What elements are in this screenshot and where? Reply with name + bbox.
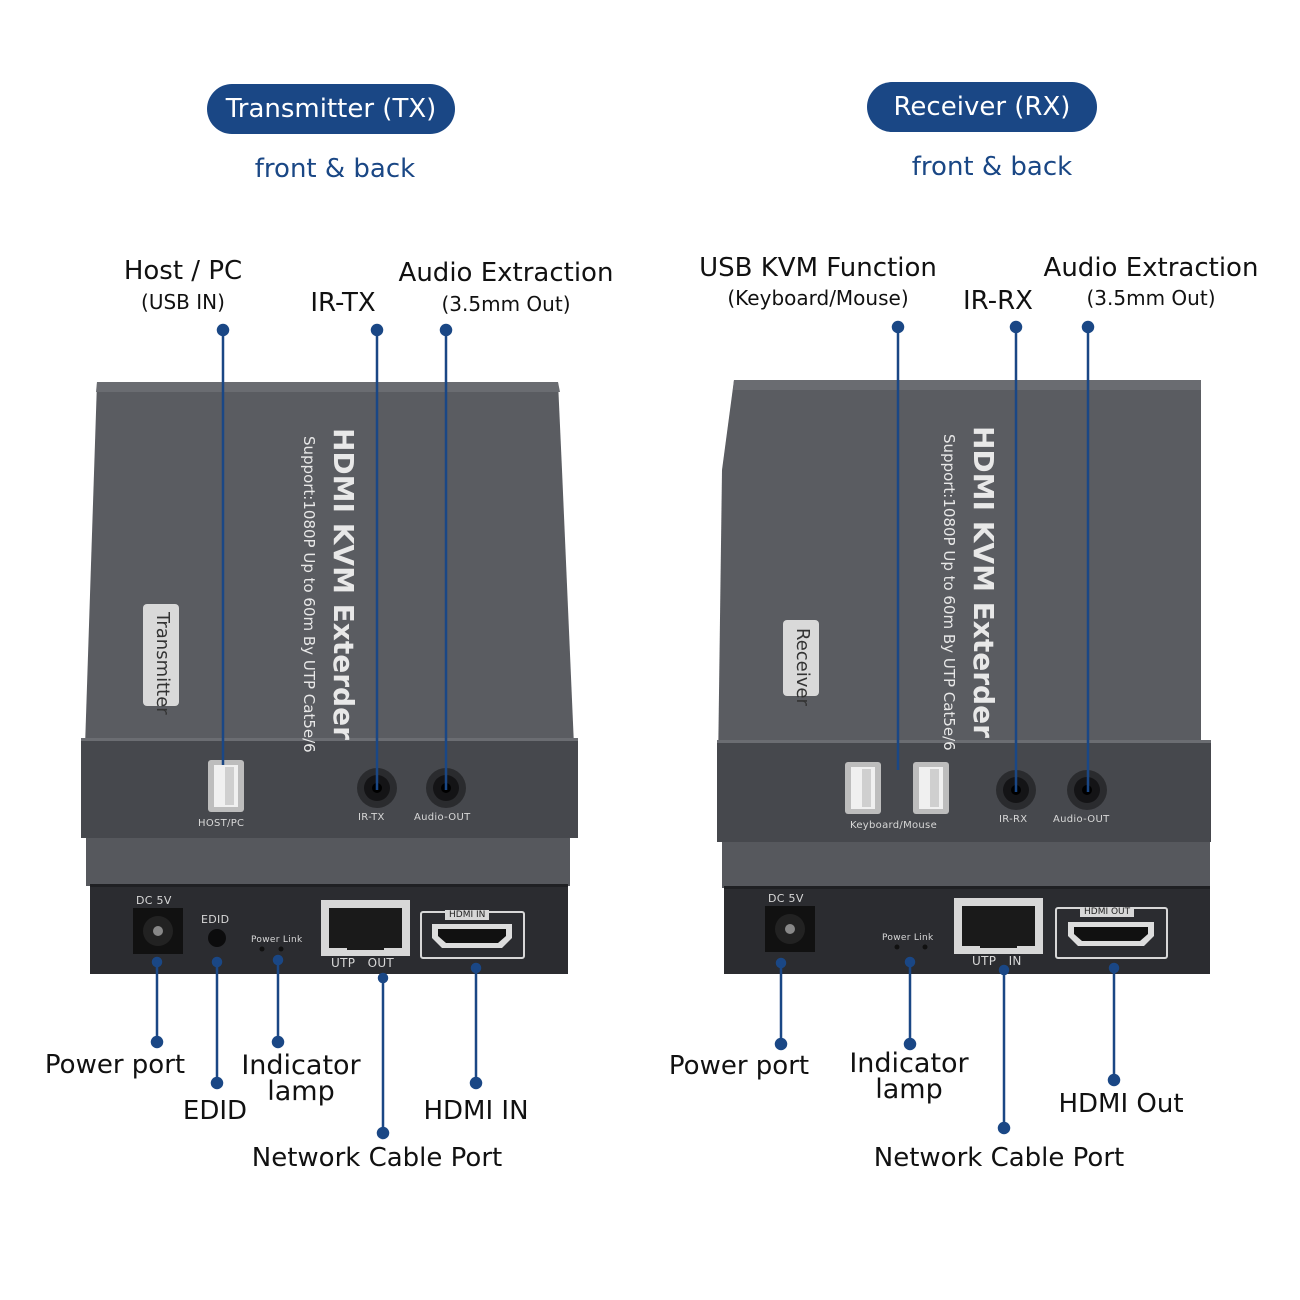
tx-audio-label: Audio Extraction: [398, 258, 614, 288]
rx-indicator-label: Indicator lamp: [849, 1048, 969, 1105]
rx-device: [717, 380, 1211, 974]
tx-host-label: Host / PC: [123, 256, 243, 286]
tx-port-edid-label: EDID: [201, 913, 230, 926]
rx-badge: Receiver (RX): [867, 82, 1097, 132]
tx-port-dc-label: DC 5V: [136, 894, 172, 907]
tx-subtitle: front & back: [254, 154, 416, 184]
tx-indicator-label: Indicator lamp: [241, 1050, 361, 1107]
rx-subtitle: front & back: [911, 152, 1073, 182]
rx-port-hdmi-label: HDMI OUT: [1080, 907, 1135, 917]
tx-device-tag: Transmitter: [143, 604, 179, 715]
tx-port-usb-label: HOST/PC: [198, 818, 245, 829]
tx-port-ir-label: IR-TX: [358, 812, 385, 823]
rx-port-ir-label: IR-RX: [999, 814, 1028, 825]
rx-usb-sublabel: (Keyboard/Mouse): [727, 286, 909, 310]
tx-device: [81, 382, 578, 974]
rx-port-dc-label: DC 5V: [768, 892, 804, 905]
tx-edid-label: EDID: [182, 1096, 248, 1126]
rx-network-label: Network Cable Port: [873, 1143, 1125, 1173]
rx-audio-sublabel: (3.5mm Out): [1086, 286, 1216, 310]
rx-ir-label: IR-RX: [963, 286, 1033, 316]
tx-audio-sublabel: (3.5mm Out): [441, 292, 571, 316]
tx-ir-label: IR-TX: [310, 288, 376, 318]
tx-port-hdmi-label: HDMI IN: [445, 910, 490, 920]
rx-audio-label: Audio Extraction: [1043, 253, 1259, 283]
tx-port-audio-label: Audio-OUT: [414, 812, 471, 823]
rx-port-audio-label: Audio-OUT: [1053, 814, 1110, 825]
tx-port-utp-label: UTP OUT: [331, 956, 395, 970]
rx-leader-lines: [774, 320, 1121, 1135]
tx-leader-lines: [150, 323, 483, 1140]
tx-network-label: Network Cable Port: [251, 1143, 503, 1173]
rx-hdmi-label: HDMI Out: [1058, 1089, 1184, 1119]
tx-port-led-label: Power Link: [251, 935, 303, 945]
rx-power-label: Power port: [668, 1051, 810, 1081]
rx-device-tag: Receiver: [783, 620, 819, 706]
tx-hdmi-label: HDMI IN: [423, 1096, 529, 1126]
tx-host-sublabel: (USB IN): [141, 290, 225, 314]
rx-port-usb-label: Keyboard/Mouse: [850, 820, 938, 831]
rx-port-utp-label: UTP IN: [972, 954, 1022, 968]
rx-port-led-label: Power Link: [882, 933, 934, 943]
tx-power-label: Power port: [44, 1050, 186, 1080]
tx-badge: Transmitter (TX): [207, 84, 455, 134]
rx-usb-label: USB KVM Function: [699, 253, 937, 283]
